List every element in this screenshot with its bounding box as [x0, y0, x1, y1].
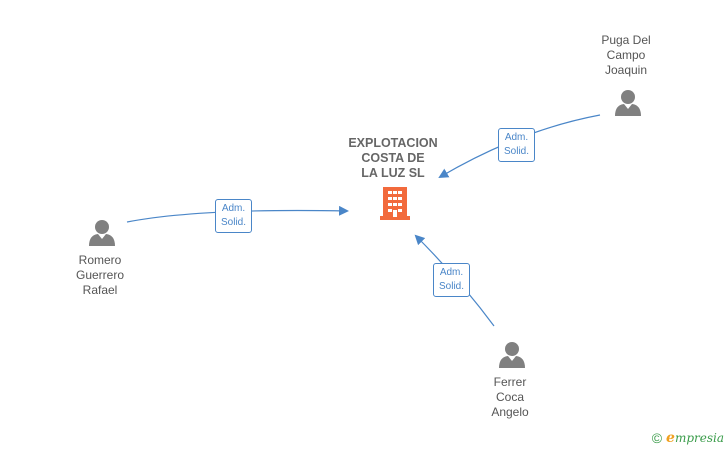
- brand-watermark: © empresia: [652, 430, 724, 446]
- brand-logo: empresia: [666, 430, 724, 446]
- person-icon[interactable]: [499, 342, 525, 368]
- person-icon[interactable]: [89, 220, 115, 246]
- company-name[interactable]: EXPLOTACION COSTA DE LA LUZ SL: [348, 136, 438, 180]
- brand-initial: e: [666, 430, 675, 446]
- person-name-romero[interactable]: Romero Guerrero Rafael: [75, 253, 125, 297]
- copyright-icon: ©: [651, 430, 663, 446]
- person-name-puga[interactable]: Puga Del Campo Joaquin: [601, 33, 651, 77]
- edge-label-romero: Adm. Solid.: [215, 199, 253, 233]
- edge-label-ferrer: Adm. Solid.: [433, 263, 471, 297]
- building-icon[interactable]: [380, 187, 410, 220]
- person-name-ferrer[interactable]: Ferrer Coca Angelo: [491, 375, 529, 419]
- brand-name-text: mpresia: [674, 431, 724, 445]
- person-icon[interactable]: [615, 90, 641, 116]
- edge-label-puga: Adm. Solid.: [498, 128, 536, 162]
